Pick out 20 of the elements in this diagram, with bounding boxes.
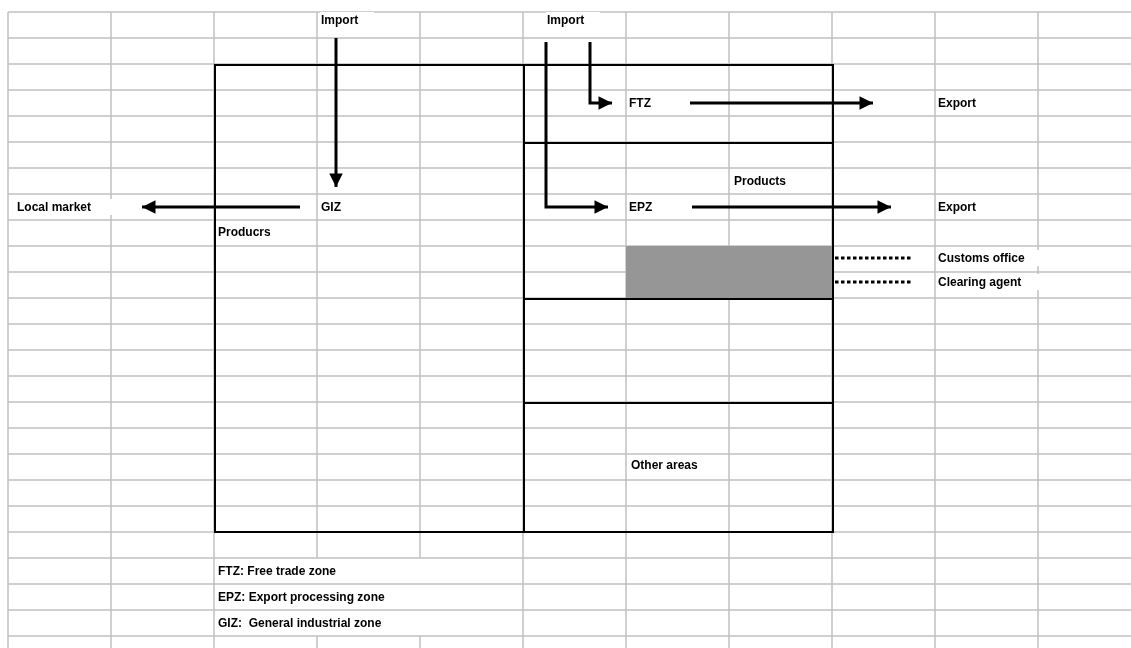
note-text: FTZ: Free trade zone [217, 563, 337, 579]
zone-label: Customs office [937, 250, 1039, 266]
zone-box [523, 64, 834, 533]
zone-label: Import [320, 12, 374, 28]
zone-box [214, 64, 525, 533]
note-text: GIZ: General industrial zone [217, 615, 383, 631]
edge-label: Products [733, 173, 787, 189]
arrow [544, 42, 608, 214]
arrow [329, 38, 343, 187]
zone-label: Clearing agent [937, 274, 1039, 290]
arrow [692, 200, 891, 214]
dotted-line [835, 280, 911, 284]
note-text: EPZ: Export processing zone [217, 589, 386, 605]
arrow [588, 42, 612, 110]
dotted-line [835, 256, 911, 260]
arrow [690, 96, 873, 110]
note-text: Producrs [217, 224, 272, 240]
arrow [142, 200, 300, 214]
zone-label: Import [546, 12, 600, 28]
shaded-area [626, 246, 832, 298]
